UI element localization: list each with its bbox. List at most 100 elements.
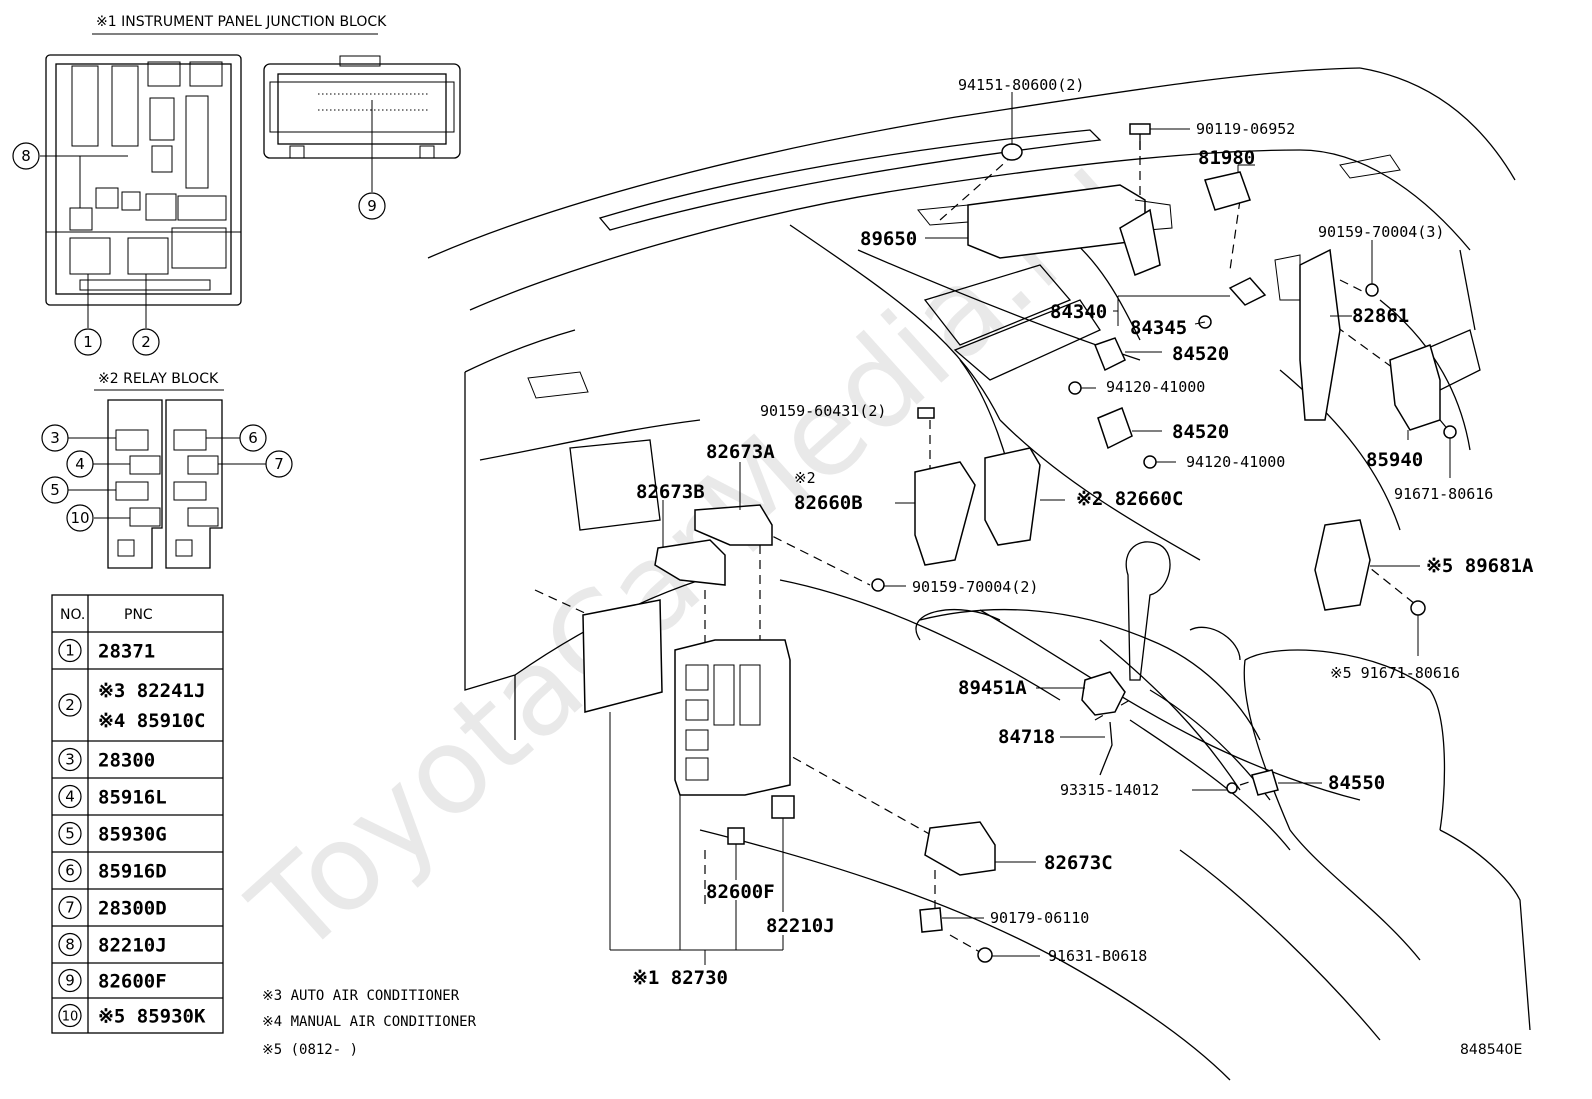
callout-82660B: 82660B <box>794 492 863 514</box>
callout-labels: 94151-80600(2) 90119-06952 81980 89650 9… <box>632 76 1534 989</box>
callout-82660C: ※2 82660C <box>1076 488 1183 510</box>
table-row-marker <box>58 784 82 809</box>
table-row-pnc: 82600F <box>98 971 167 993</box>
marker-5-label: 5 <box>50 481 60 499</box>
leader-lines <box>609 92 1451 965</box>
table-row-no: 6 <box>65 862 75 880</box>
footnote-5: ※5 (0812- ) <box>262 1042 358 1058</box>
table-row-marker <box>58 858 82 883</box>
table-header-pnc: PNC <box>124 607 153 623</box>
footnote-4: ※4 MANUAL AIR CONDITIONER <box>262 1014 477 1030</box>
marker-10-label: 10 <box>70 509 89 527</box>
callout-93315-14012: 93315-14012 <box>1060 781 1159 799</box>
table-row-pnc: 85930G <box>98 824 167 846</box>
table-row-no: 7 <box>65 899 75 917</box>
table-row-no: 9 <box>65 972 75 990</box>
marker-3-label: 3 <box>50 429 60 447</box>
table-row-marker <box>58 747 82 772</box>
part-82861 <box>1299 248 1341 421</box>
part-89451A <box>1081 671 1126 716</box>
callout-82730: ※1 82730 <box>632 967 728 989</box>
table-row-pnc: 85916L <box>98 787 167 809</box>
marker-2-label: 2 <box>141 333 151 351</box>
callout-82210J: 82210J <box>766 915 835 937</box>
callout-84550: 84550 <box>1328 772 1385 794</box>
callout-84340: 84340 <box>1050 301 1107 323</box>
table-row-no: 4 <box>65 788 75 806</box>
part-81980 <box>1204 171 1251 211</box>
callout-82660B-note: ※2 <box>794 469 816 487</box>
junction-block-inset: ※1 INSTRUMENT PANEL JUNCTION BLOCK <box>12 14 461 356</box>
connector-slots <box>318 93 430 111</box>
callout-84718: 84718 <box>998 726 1055 748</box>
part-82673C <box>924 821 996 876</box>
part-82660C <box>984 447 1041 546</box>
marker-5 <box>41 476 69 504</box>
part-91671-bolt-a <box>1443 425 1457 439</box>
table-row-marker <box>58 638 82 663</box>
part-82210J <box>771 795 795 819</box>
table-row-marker <box>58 968 82 993</box>
table-row-marker <box>58 895 82 920</box>
part-91671-bolt-b <box>1410 600 1426 616</box>
part-94151-nut <box>1001 143 1023 161</box>
callout-82861: 82861 <box>1352 305 1409 327</box>
table-row-no: 3 <box>65 751 75 769</box>
part-90119-bolt <box>1129 123 1151 135</box>
part-85940 <box>1389 344 1441 431</box>
callout-94120-41000-b: 94120-41000 <box>1186 453 1285 471</box>
marker-9 <box>358 192 386 220</box>
callout-82600F: 82600F <box>706 881 775 903</box>
marker-3 <box>41 424 69 452</box>
relay-block-title: ※2 RELAY BLOCK <box>98 371 219 387</box>
table-row-pnc: ※4 85910C <box>98 710 205 732</box>
table-row-pnc: 28300D <box>98 898 167 920</box>
callout-89650: 89650 <box>860 228 917 250</box>
callout-81980: 81980 <box>1198 147 1255 169</box>
table-row-marker <box>58 821 82 846</box>
table-row-no: 10 <box>62 1010 79 1025</box>
dashed-guides <box>534 140 1451 956</box>
part-82673A <box>694 504 773 546</box>
callout-90159-60431: 90159-60431(2) <box>760 402 886 420</box>
table-row-no: 2 <box>65 696 75 714</box>
table-row-no: 1 <box>65 642 75 660</box>
callout-90159-70004-3: 90159-70004(3) <box>1318 223 1444 241</box>
marker-6-label: 6 <box>248 429 258 447</box>
part-84520-b <box>1097 407 1133 450</box>
callout-90179-06110: 90179-06110 <box>990 909 1089 927</box>
marker-8-label: 8 <box>21 147 31 165</box>
marker-2 <box>132 328 160 356</box>
callout-94151-80600: 94151-80600(2) <box>958 76 1084 94</box>
relay-block-inset: ※2 RELAY BLOCK 3 4 5 10 6 7 <box>41 371 293 569</box>
part-93315 <box>1226 782 1238 794</box>
marker-7-label: 7 <box>274 455 284 473</box>
marker-6 <box>239 424 267 452</box>
part-90159-bolt-2 <box>871 578 885 592</box>
table-row-pnc: ※3 82241J <box>98 680 205 702</box>
table-row-pnc: 82210J <box>98 935 167 957</box>
marker-4-label: 4 <box>75 455 85 473</box>
part-84340 <box>1228 277 1267 306</box>
footnote-3: ※3 AUTO AIR CONDITIONER <box>262 988 460 1004</box>
part-82673B <box>654 539 726 586</box>
marker-4 <box>66 450 94 478</box>
callout-94120-41000-a: 94120-41000 <box>1106 378 1205 396</box>
part-90159-bolt-3 <box>1365 283 1379 297</box>
callout-84520-a: 84520 <box>1172 343 1229 365</box>
callout-89451A: 89451A <box>958 677 1027 699</box>
part-84520-a <box>1094 337 1126 372</box>
table-header-no: NO. <box>60 607 85 623</box>
table-row-no: 8 <box>65 936 75 954</box>
table-row-pnc: 28300 <box>98 750 155 772</box>
callout-84345: 84345 <box>1130 317 1187 339</box>
table-row-no: 5 <box>65 825 75 843</box>
marker-7 <box>265 450 293 478</box>
marker-10 <box>66 504 94 532</box>
part-82600F <box>727 827 745 845</box>
callout-91671-80616-a: 91671-80616 <box>1394 485 1493 503</box>
callout-82673B: 82673B <box>636 481 705 503</box>
callout-89681A: ※5 89681A <box>1426 555 1534 577</box>
table-row-marker <box>58 932 82 957</box>
